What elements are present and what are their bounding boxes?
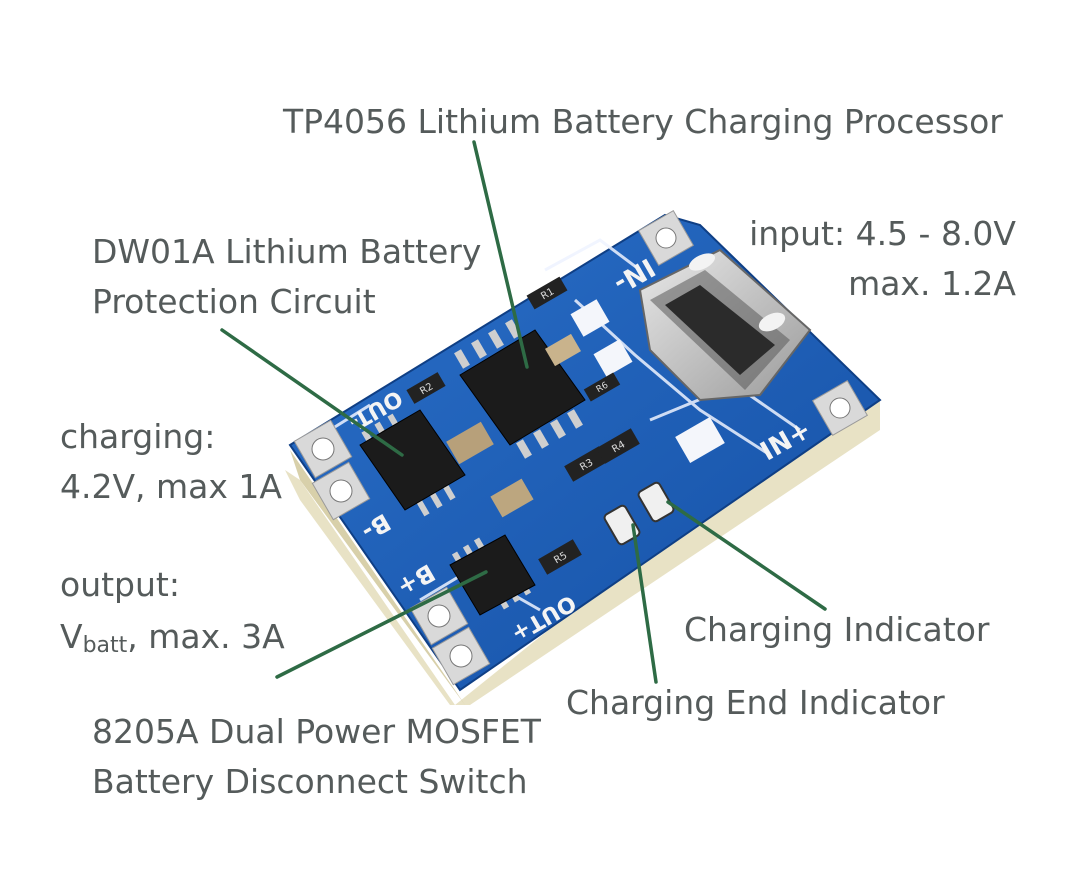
label-input-line2: max. 1.2A	[848, 264, 1016, 303]
leader-lines	[220, 140, 827, 684]
mosfet-8205a-chip	[449, 534, 536, 616]
dw01a-chip	[359, 409, 466, 517]
output-subscript: batt	[82, 633, 128, 658]
label-output-line1: output:	[60, 565, 180, 604]
micro-usb-connector	[638, 248, 812, 402]
leader-line-tp4056	[472, 140, 529, 369]
label-tp4056: TP4056 Lithium Battery Charging Processo…	[283, 102, 1003, 141]
label-charging-end-indicator: Charging End Indicator	[566, 683, 945, 722]
charging-led	[637, 481, 675, 523]
leader-line-mosfet	[275, 570, 488, 679]
mounting-hole	[811, 379, 869, 437]
resistor: R6	[583, 372, 621, 402]
mounting-hole	[637, 209, 695, 267]
leds	[603, 481, 675, 546]
mounting-hole	[293, 419, 353, 479]
resistor: R2	[406, 372, 446, 404]
mounting-hole	[431, 626, 491, 686]
copper-pads	[570, 299, 725, 463]
leader-line-charging-end-indicator	[631, 523, 658, 684]
resistor: R1	[526, 276, 568, 310]
resistor: R4	[596, 428, 640, 464]
label-charging-indicator: Charging Indicator	[684, 610, 990, 649]
mounting-hole	[311, 461, 371, 521]
leader-line-charging-indicator	[666, 500, 827, 611]
smd-components: R1 R2 R3 R4 R5 R6	[406, 276, 640, 575]
output-rest: , max. 3A	[127, 617, 285, 656]
output-v: V	[60, 617, 83, 656]
label-input-line1: input: 4.5 - 8.0V	[749, 214, 1016, 253]
capacitor	[545, 333, 581, 367]
resistor: R3	[564, 446, 608, 482]
label-dw01a-line2: Protection Circuit	[92, 282, 376, 321]
label-mosfet-line1: 8205A Dual Power MOSFET	[92, 712, 541, 751]
resistor: R5	[538, 539, 582, 575]
capacitor	[490, 478, 534, 518]
label-dw01a-line1: DW01A Lithium Battery	[92, 232, 482, 271]
label-output-line2: Vbatt, max. 3A	[60, 612, 285, 671]
label-charging-line2: 4.2V, max 1A	[60, 467, 282, 506]
capacitor	[446, 421, 494, 465]
leader-line-dw01a	[220, 328, 404, 457]
charging-end-led	[603, 504, 641, 546]
mounting-holes	[293, 209, 869, 686]
label-charging-line1: charging:	[60, 417, 216, 456]
label-mosfet-line2: Battery Disconnect Switch	[92, 762, 528, 801]
